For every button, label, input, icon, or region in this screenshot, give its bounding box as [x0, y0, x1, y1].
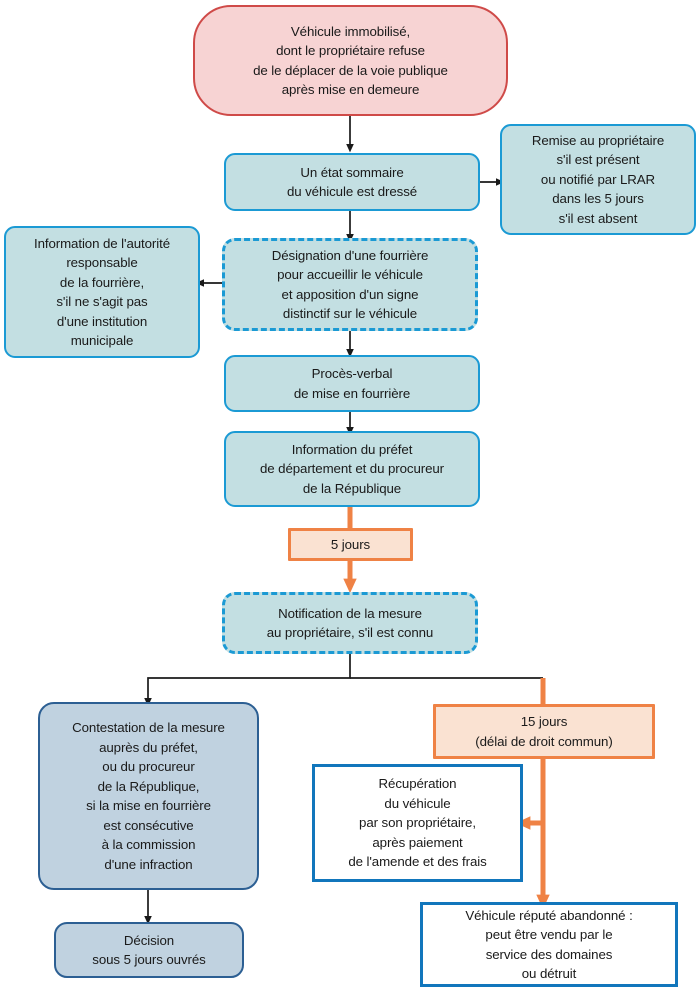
- node-decision-label: Décision sous 5 jours ouvrés: [92, 932, 206, 968]
- node-delai-15-jours[interactable]: 15 jours (délai de droit commun): [433, 704, 655, 759]
- node-remise-proprietaire[interactable]: Remise au propriétaire s'il est présent …: [500, 124, 696, 235]
- node-etat-sommaire[interactable]: Un état sommaire du véhicule est dressé: [224, 153, 480, 211]
- node-designation-fourriere-label: Désignation d'une fourrière pour accueil…: [271, 247, 429, 322]
- node-information-autorite-label: Information de l'autorité responsable de…: [33, 235, 171, 349]
- node-delai-15-jours-label: 15 jours (délai de droit commun): [475, 714, 613, 749]
- node-contestation-label: Contestation de la mesure auprès du préf…: [72, 720, 225, 872]
- node-delai-5-jours-label: 5 jours: [330, 536, 371, 552]
- node-contestation[interactable]: Contestation de la mesure auprès du préf…: [38, 702, 259, 890]
- node-information-autorite[interactable]: Information de l'autorité responsable de…: [4, 226, 200, 358]
- node-vehicule-abandonne-label: Véhicule réputé abandonné : peut être ve…: [465, 907, 633, 982]
- node-information-prefet-label: Information du préfet de département et …: [259, 441, 444, 496]
- node-start[interactable]: Véhicule immobilisé, dont le propriétair…: [193, 5, 508, 116]
- node-recuperation[interactable]: Récupération du véhicule par son proprié…: [312, 764, 523, 882]
- node-decision[interactable]: Décision sous 5 jours ouvrés: [54, 922, 244, 978]
- node-start-label: Véhicule immobilisé, dont le propriétair…: [253, 23, 448, 98]
- node-recuperation-label: Récupération du véhicule par son proprié…: [348, 776, 487, 870]
- node-etat-sommaire-label: Un état sommaire du véhicule est dressé: [286, 164, 418, 200]
- node-notification-mesure[interactable]: Notification de la mesure au propriétair…: [222, 592, 478, 654]
- node-proces-verbal[interactable]: Procès-verbal de mise en fourrière: [224, 355, 480, 412]
- node-designation-fourriere[interactable]: Désignation d'une fourrière pour accueil…: [222, 238, 478, 331]
- node-vehicule-abandonne[interactable]: Véhicule réputé abandonné : peut être ve…: [420, 902, 678, 987]
- arrow-notification-to-contestation: [144, 653, 351, 707]
- node-notification-mesure-label: Notification de la mesure au propriétair…: [266, 605, 434, 641]
- node-remise-proprietaire-label: Remise au propriétaire s'il est présent …: [531, 132, 665, 226]
- node-information-prefet[interactable]: Information du préfet de département et …: [224, 431, 480, 507]
- node-proces-verbal-label: Procès-verbal de mise en fourrière: [293, 366, 411, 401]
- node-delai-5-jours[interactable]: 5 jours: [288, 528, 413, 561]
